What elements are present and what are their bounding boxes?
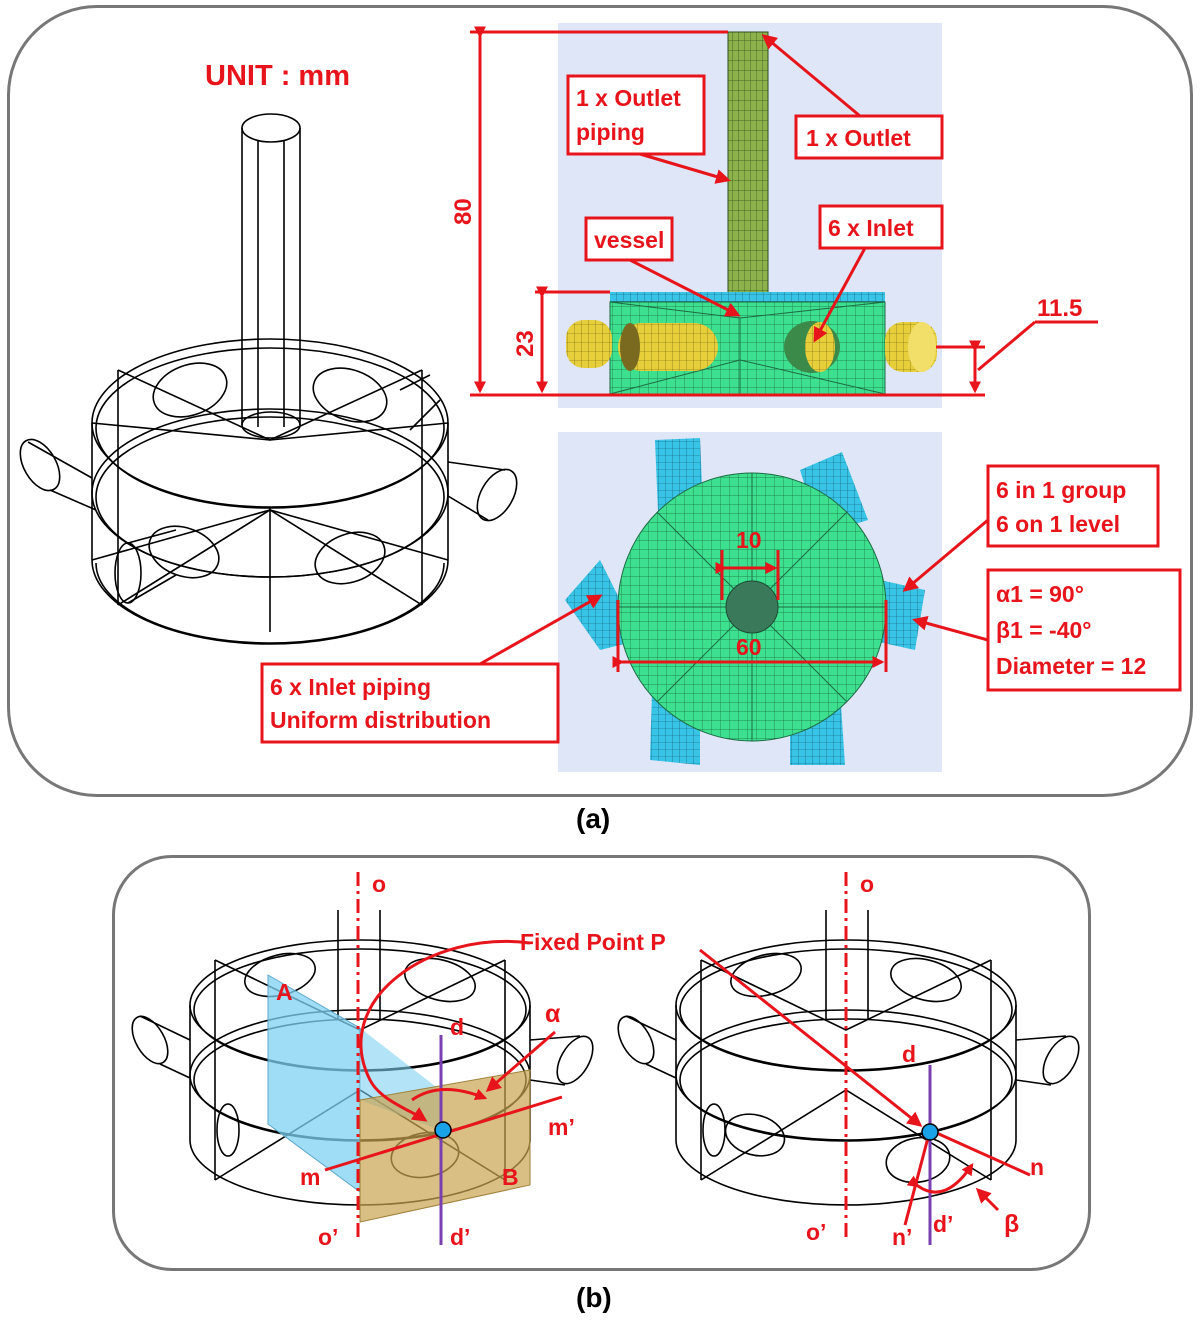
svg-text:1 x Outlet: 1 x Outlet: [576, 85, 681, 111]
svg-text:Uniform distribution: Uniform distribution: [270, 707, 491, 733]
fixed-point-right: [921, 1123, 939, 1141]
label-o-right: o: [860, 871, 874, 897]
label-n: n: [1030, 1154, 1044, 1180]
axes-b-left: [324, 872, 563, 1245]
top-view-mesh: [565, 438, 925, 765]
label-d-prime-left: d’: [450, 1224, 470, 1250]
label-o-left: o: [372, 871, 386, 897]
dim-inlet-height: 11.5: [1037, 295, 1082, 322]
svg-text:6 in 1 group: 6 in 1 group: [996, 477, 1126, 503]
label-plane-a: A: [276, 979, 293, 1005]
side-view-mesh: [566, 31, 937, 395]
callout-inlet-piping: 6 x Inlet piping Uniform distribution: [260, 594, 603, 744]
axes-b-right: [699, 872, 1031, 1245]
label-o-prime-right: o’: [806, 1219, 826, 1245]
svg-text:6 on 1 level: 6 on 1 level: [996, 511, 1120, 537]
callout-angles: α1 = 90° β1 = -40° Diameter = 12: [912, 568, 1182, 692]
label-fixed-point: Fixed Point P: [520, 929, 666, 955]
callout-outlet: 1 x Outlet: [761, 34, 944, 160]
svg-text:β1 = -40°: β1 = -40°: [996, 617, 1091, 643]
callout-vessel: vessel: [584, 216, 741, 317]
dim-height-vessel: 23: [512, 330, 539, 357]
label-m-prime: m’: [548, 1114, 575, 1140]
label-n-prime: n’: [892, 1224, 912, 1250]
dimension-lines: [470, 26, 1098, 397]
caption-a: (a): [576, 803, 611, 834]
top-view-dimensions: [612, 550, 888, 672]
label-m: m: [300, 1164, 320, 1190]
callout-group: 6 in 1 group 6 on 1 level: [902, 464, 1160, 592]
label-alpha: α: [545, 1000, 561, 1028]
unit-label: UNIT : mm: [205, 60, 350, 92]
callout-outlet-piping: 1 x Outlet piping: [566, 74, 731, 184]
fixed-point-left: [434, 1121, 452, 1139]
label-beta: β: [1004, 1210, 1019, 1238]
caption-b: (b): [576, 1282, 612, 1313]
label-o-prime-left: o’: [318, 1224, 338, 1250]
vessel-wireframe-b-right: [617, 910, 1080, 1206]
label-d-left: d: [450, 1014, 464, 1040]
dim-vessel-diameter: 60: [736, 634, 762, 660]
svg-text:6 x Inlet: 6 x Inlet: [828, 215, 914, 241]
vessel-wireframe-a: [19, 113, 518, 645]
svg-text:vessel: vessel: [594, 227, 664, 253]
dim-outlet-diameter: 10: [736, 527, 762, 553]
svg-text:Diameter = 12: Diameter = 12: [996, 653, 1146, 679]
label-d-prime-right: d’: [933, 1211, 953, 1237]
label-plane-b: B: [502, 1164, 519, 1190]
svg-text:1 x Outlet: 1 x Outlet: [806, 125, 911, 151]
svg-text:piping: piping: [576, 119, 645, 145]
label-d-right: d: [902, 1041, 916, 1067]
callout-inlet: 6 x Inlet: [813, 204, 944, 343]
svg-text:6 x Inlet piping: 6 x Inlet piping: [270, 674, 431, 700]
dim-height-total: 80: [450, 198, 477, 225]
svg-text:α1 = 90°: α1 = 90°: [996, 581, 1084, 607]
